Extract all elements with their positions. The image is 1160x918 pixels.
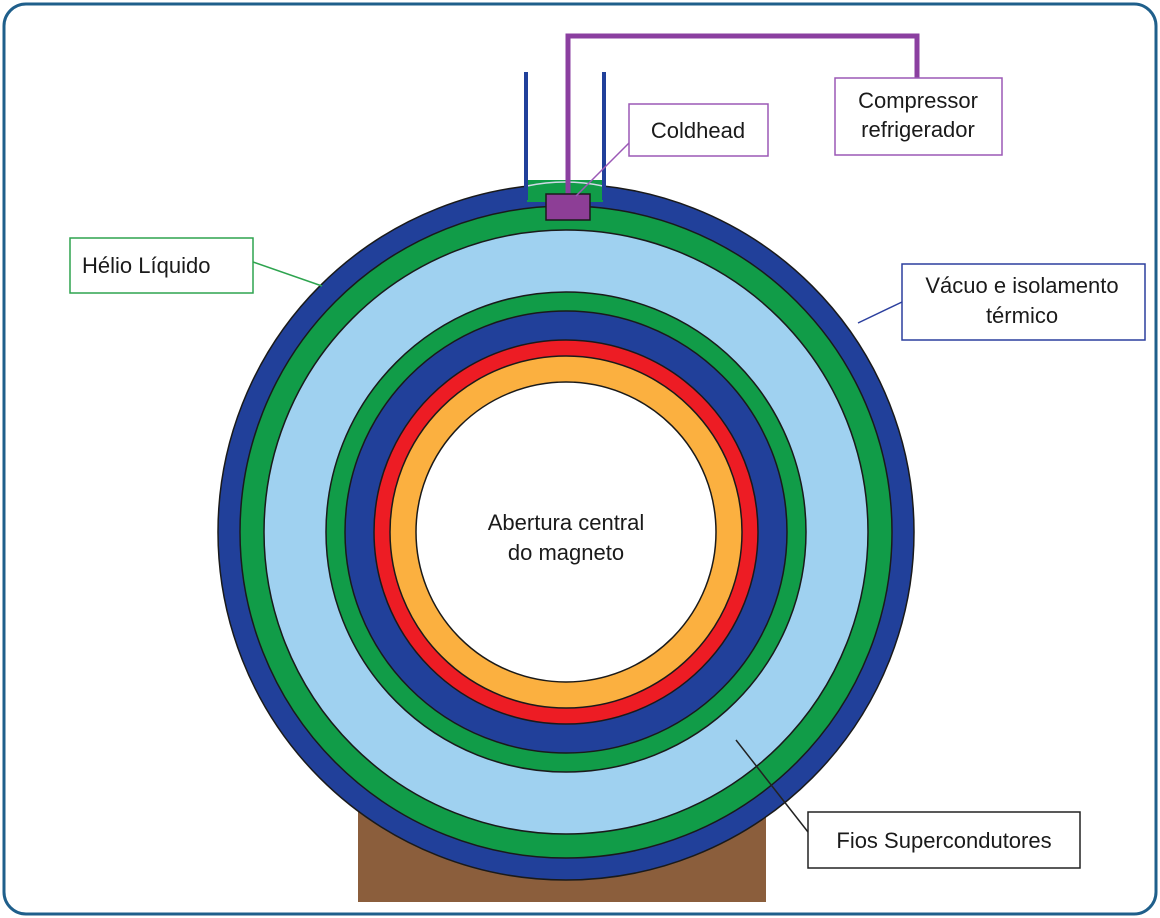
helio-label: Hélio Líquido xyxy=(82,253,210,278)
fios-leader xyxy=(735,739,809,833)
compressor-label-box xyxy=(834,77,1003,156)
coldhead-opening-edge xyxy=(526,181,604,187)
abertura-label-line1: Abertura central xyxy=(488,510,645,535)
helium-vent-tube-left xyxy=(524,72,528,200)
central-bore xyxy=(415,381,717,683)
vacuo-label-box xyxy=(901,263,1146,341)
helium-vent-tube-right xyxy=(602,72,606,200)
abertura-label-line2: do magneto xyxy=(508,540,624,565)
vacuo-label-line2: térmico xyxy=(986,303,1058,328)
fios-label: Fios Supercondutores xyxy=(836,828,1051,853)
compressor-line xyxy=(565,33,920,196)
helio-label-box xyxy=(69,237,254,294)
compressor-label-line1: Compressor xyxy=(858,88,978,113)
coldhead-label-box xyxy=(628,103,769,157)
vacuo-leader xyxy=(857,301,903,324)
fios-label-box xyxy=(807,811,1081,869)
coldhead-label: Coldhead xyxy=(651,118,745,143)
compressor-label-line2: refrigerador xyxy=(861,117,975,142)
magnet-rings xyxy=(217,183,915,881)
coldhead-leader xyxy=(575,141,631,197)
helio-leader xyxy=(252,261,323,287)
vacuo-label-line1: Vácuo e isolamento xyxy=(925,273,1118,298)
coldhead-unit xyxy=(545,193,591,221)
